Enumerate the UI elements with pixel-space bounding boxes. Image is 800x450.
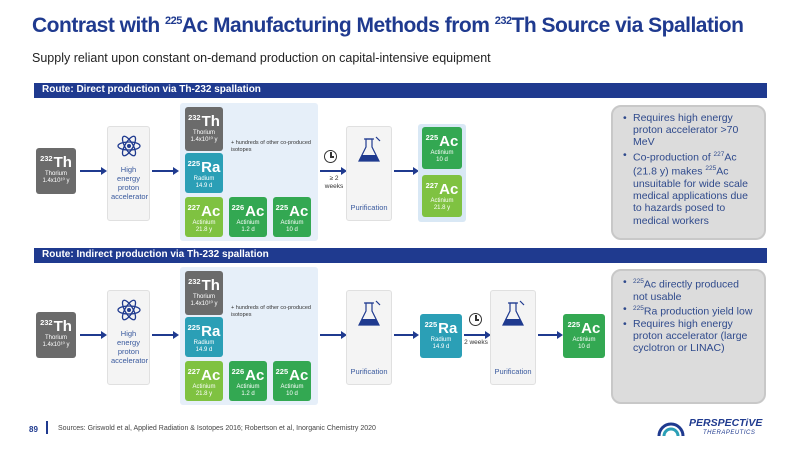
- direct-info-box: Requires high energy proton accelerator …: [611, 105, 766, 240]
- page-number: 89: [29, 425, 38, 434]
- indirect-info-bullet-1: 225Ac directly produced not usable: [623, 276, 756, 303]
- arrow: [80, 331, 107, 339]
- co-produced-note: + hundreds of other co-produced isotopes: [231, 305, 311, 318]
- arrow: [80, 167, 107, 175]
- footer-divider: [46, 421, 48, 434]
- indirect-info-bullet-2: 225Ra production yield low: [623, 303, 756, 318]
- clock-icon: [324, 150, 337, 163]
- atom-icon: [116, 299, 141, 321]
- company-logo-icon: [657, 422, 685, 437]
- arrow: [152, 167, 179, 175]
- atom-icon: [116, 135, 141, 157]
- wait-label: 2 weeks: [464, 339, 488, 346]
- accelerator-label: High energy proton accelerator: [111, 329, 149, 365]
- indirect-purification-card-2: Purification: [490, 290, 536, 385]
- indirect-accelerator-card: High energy proton accelerator: [107, 290, 150, 385]
- arrow: [394, 331, 419, 339]
- logo-subtitle: THERAPEUTICS: [703, 430, 756, 436]
- arrow: [152, 331, 179, 339]
- wait-label: ≥ 2 weeks: [324, 175, 344, 190]
- arrow: [394, 167, 419, 175]
- arrow: [320, 331, 347, 339]
- indirect-info-bullet-3: Requires high energy proton accelerator …: [623, 318, 756, 355]
- lab-flask-icon: [358, 300, 381, 326]
- clock-icon: [469, 313, 482, 326]
- indirect-info-box: 225Ac directly produced not usable 225Ra…: [611, 269, 766, 404]
- purification-label: Purification: [350, 367, 388, 376]
- sources-text: Sources: Griswold et al, Applied Radiati…: [58, 425, 376, 432]
- lab-flask-icon: [502, 300, 525, 326]
- slide-title: Contrast with 225Ac Manufacturing Method…: [32, 14, 744, 37]
- route-indirect-bar: Route: Indirect production via Th-232 sp…: [34, 248, 767, 263]
- arrow: [538, 331, 563, 339]
- direct-info-bullet-1: Requires high energy proton accelerator …: [623, 112, 756, 149]
- co-produced-note: + hundreds of other co-produced isotopes: [231, 140, 311, 153]
- direct-purification-card: Purification: [346, 126, 392, 221]
- route-direct-bar: Route: Direct production via Th-232 spal…: [34, 83, 767, 98]
- arrow: [320, 167, 347, 175]
- arrow: [464, 331, 491, 339]
- purification-label: Purification: [494, 367, 532, 376]
- direct-info-bullet-2: Co-production of 227Ac (21.8 y) makes 22…: [623, 149, 756, 227]
- direct-accelerator-card: High energy proton accelerator: [107, 126, 150, 221]
- purification-label: Purification: [350, 203, 388, 212]
- logo-wordmark: PERSPECTiVE: [689, 417, 763, 429]
- accelerator-label: High energy proton accelerator: [111, 165, 149, 201]
- indirect-purification-card-1: Purification: [346, 290, 392, 385]
- slide-subtitle: Supply reliant upon constant on-demand p…: [32, 51, 491, 65]
- lab-flask-icon: [358, 136, 381, 162]
